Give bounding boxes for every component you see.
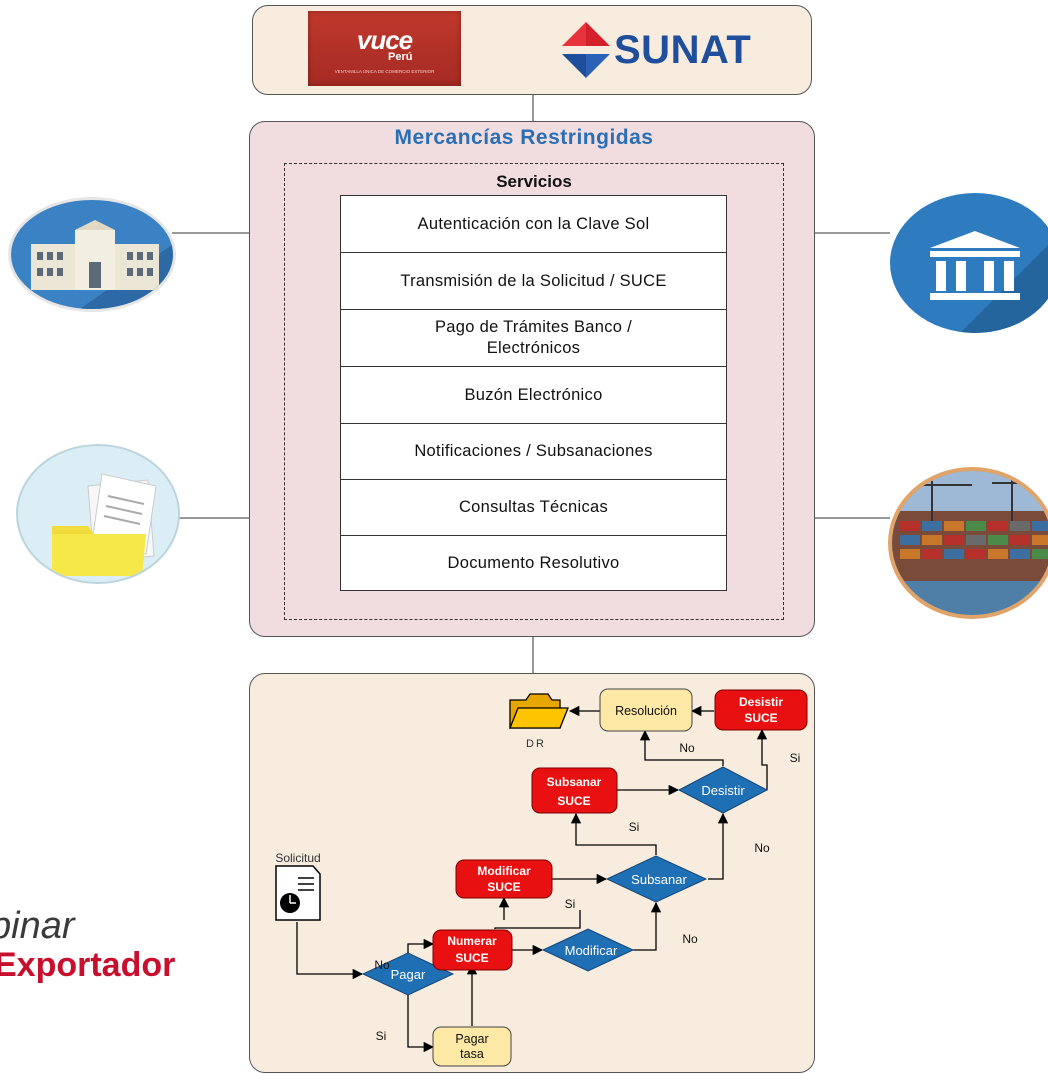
brand-line-2: Exportador: [0, 946, 176, 984]
service-notifications: Notificaciones / Subsanaciones: [340, 423, 727, 480]
sunat-logo: SUNAT: [556, 20, 786, 80]
vuce-logo-tagline: VENTANILLA ÚNICA DE COMERCIO EXTERIOR: [334, 69, 435, 74]
numerar-label-2: SUCE: [455, 951, 488, 965]
connector-bottom: [532, 637, 534, 673]
edge-pagar-tasa: [407, 995, 435, 1053]
desistir-suce-box: [714, 689, 808, 731]
sunat-symbol-icon: [562, 22, 610, 78]
connector-left-1: [172, 232, 249, 234]
documents-folder-icon: [16, 444, 180, 584]
edge-modificar-subsanar: [632, 901, 662, 951]
subsanar-suce-label-2: SUCE: [557, 794, 590, 808]
label-no-subsanar: No: [754, 841, 770, 855]
solicitud-document-icon: [275, 865, 321, 921]
numerar-suce-box: [432, 929, 513, 971]
connector-right-1: [815, 232, 890, 234]
label-si-desistir: Si: [790, 751, 801, 765]
panel-title: Mercancías Restringidas: [394, 126, 654, 149]
service-transmission: Transmisión de la Solicitud / SUCE: [340, 252, 727, 310]
pagar-diamond: [361, 952, 455, 996]
services-frame: [284, 163, 784, 620]
dr-label: DR: [526, 738, 546, 750]
label-no-desistir: No: [679, 741, 695, 755]
desistir-diamond: [677, 766, 769, 814]
pagar-tasa-box: [432, 1026, 512, 1067]
service-resolution-document: Documento Resolutivo: [340, 535, 727, 591]
brand-line-1: binar: [0, 905, 75, 947]
sunat-logo-text: SUNAT: [614, 28, 752, 72]
government-building-icon: [8, 197, 176, 312]
label-si-subsanar: Si: [629, 820, 640, 834]
pagar-label: Pagar: [391, 967, 426, 982]
pagar-tasa-label-2: tasa: [460, 1047, 484, 1061]
connector-left-2: [178, 517, 249, 519]
label-no-pagar: No: [374, 958, 390, 972]
resolucion-box: [599, 688, 693, 732]
vuce-logo-sub: Perú: [388, 51, 413, 63]
label-si-modificar: Si: [565, 897, 576, 911]
modificar-suce-label-2: SUCE: [487, 880, 520, 894]
container-port-icon: [888, 467, 1048, 619]
edge-numerar-subsanar: [494, 910, 581, 929]
connector-right-2: [815, 517, 890, 519]
label-no-modificar: No: [682, 932, 698, 946]
solicitud-label: Solicitud: [275, 851, 320, 865]
modificar-suce-box: [455, 859, 553, 899]
vuce-logo-text: vuce: [356, 25, 413, 55]
services-title: Servicios: [496, 172, 572, 191]
edge-desistir-resolucion: [639, 729, 724, 766]
edge-pagar-numerar: [407, 938, 435, 953]
desistir-suce-label-1: Desistir: [739, 695, 783, 709]
subsanar-diamond: [605, 855, 708, 903]
subsanar-suce-label-1: Subsanar: [547, 775, 602, 789]
connector-top: [532, 95, 534, 121]
service-mailbox: Buzón Electrónico: [340, 366, 727, 424]
edge-subsanar-ssuce: [570, 812, 657, 855]
desistir-suce-label-2: SUCE: [744, 711, 777, 725]
dr-folder-icon: [509, 693, 569, 729]
edge-desistir-dsuce: [756, 728, 768, 790]
subsanar-label: Subsanar: [631, 872, 687, 887]
modificar-diamond: [541, 928, 635, 972]
pagar-tasa-label-1: Pagar: [455, 1032, 488, 1046]
service-payment: Pago de Trámites Banco / Electrónicos: [340, 309, 727, 367]
label-si-pagar: Si: [376, 1029, 387, 1043]
edge-solicitud-pagar: [296, 922, 364, 980]
bank-icon: [890, 193, 1048, 333]
modificar-label: Modificar: [565, 943, 618, 958]
modificar-suce-label-1: Modificar: [477, 864, 531, 878]
service-technical-queries: Consultas Técnicas: [340, 479, 727, 536]
service-authentication: Autenticación con la Clave Sol: [340, 195, 727, 253]
numerar-label-1: Numerar: [447, 934, 497, 948]
edge-subsanar-desistir: [708, 812, 729, 880]
vuce-logo: vuce Perú VENTANILLA ÚNICA DE COMERCIO E…: [308, 11, 461, 86]
desistir-label: Desistir: [701, 783, 745, 798]
resolucion-label: Resolución: [615, 704, 677, 718]
subsanar-suce-box: [531, 767, 618, 814]
